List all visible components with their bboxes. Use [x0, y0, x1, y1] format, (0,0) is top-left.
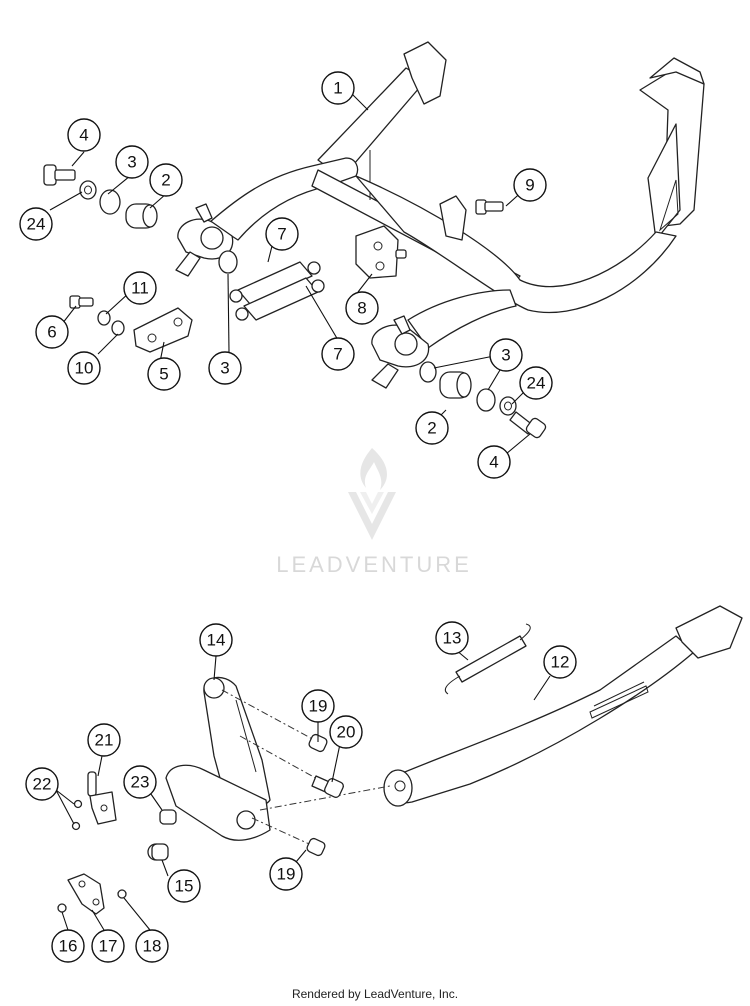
- leader-lines: [49, 93, 551, 931]
- callout-4-left: 4: [67, 118, 101, 152]
- callout-10: 10: [67, 351, 101, 385]
- bushing-part-2-left: [125, 203, 158, 229]
- svg-text:24: 24: [27, 215, 46, 234]
- callout-2-right: 2: [415, 411, 449, 445]
- callout-11: 11: [123, 271, 157, 305]
- pin-part-23: [159, 809, 177, 825]
- svg-text:23: 23: [131, 773, 150, 792]
- spring-part-13: [444, 623, 531, 695]
- callout-7-bottom: 7: [321, 337, 355, 371]
- svg-text:24: 24: [527, 374, 546, 393]
- callout-5: 5: [147, 357, 181, 391]
- svg-text:11: 11: [131, 279, 149, 298]
- side-stand-bracket-part-14: [165, 676, 271, 841]
- svg-text:20: 20: [337, 723, 356, 742]
- bracket-part-8: [355, 225, 407, 279]
- svg-text:17: 17: [99, 937, 118, 956]
- o-ring-part-3-left: [99, 189, 121, 215]
- screws-part-22: [71, 799, 83, 831]
- callout-22: 22: [25, 767, 59, 801]
- svg-text:9: 9: [525, 176, 534, 195]
- bushing-part-2-right: [439, 371, 472, 399]
- callout-19-upper: 19: [301, 689, 335, 723]
- callout-3-right: 3: [489, 338, 523, 372]
- svg-text:22: 22: [33, 775, 52, 794]
- callout-6: 6: [35, 315, 69, 349]
- callout-13: 13: [435, 621, 469, 655]
- center-stand-frame: [175, 41, 705, 389]
- callout-18: 18: [135, 929, 169, 963]
- svg-text:3: 3: [127, 153, 136, 172]
- callout-17: 17: [91, 929, 125, 963]
- flame-logo-icon: [348, 448, 396, 540]
- svg-text:8: 8: [357, 299, 366, 318]
- svg-text:21: 21: [95, 731, 114, 750]
- sleeve-part-11: [97, 310, 111, 326]
- callout-19-lower: 19: [269, 857, 303, 891]
- callout-3-mid: 3: [208, 351, 242, 385]
- bolt-part-20: [311, 775, 344, 798]
- plate-part-17: [67, 873, 105, 915]
- svg-text:7: 7: [277, 225, 286, 244]
- callout-23: 23: [123, 765, 157, 799]
- callout-2-left: 2: [149, 163, 183, 197]
- washer-part-24-left: [79, 180, 97, 200]
- svg-text:13: 13: [443, 629, 462, 648]
- svg-text:2: 2: [427, 419, 436, 438]
- footer-credit: Rendered by LeadVenture, Inc.: [292, 987, 458, 1001]
- switch-part-21: [87, 771, 117, 825]
- svg-text:10: 10: [75, 359, 94, 378]
- bolt-part-4-left: [43, 164, 76, 186]
- svg-text:19: 19: [309, 697, 328, 716]
- svg-text:5: 5: [159, 365, 168, 384]
- bracket-part-5: [133, 307, 193, 353]
- callout-15: 15: [167, 869, 201, 903]
- callout-1: 1: [321, 71, 355, 105]
- svg-text:18: 18: [143, 937, 162, 956]
- side-stand-leg-part-12: [383, 605, 743, 807]
- callout-12: 12: [543, 645, 577, 679]
- ball-part-18: [117, 889, 127, 899]
- svg-text:2: 2: [161, 171, 170, 190]
- callout-24-left: 24: [19, 207, 53, 241]
- svg-text:12: 12: [551, 653, 570, 672]
- svg-text:4: 4: [489, 453, 498, 472]
- callout-21: 21: [87, 723, 121, 757]
- callout-24-right: 24: [519, 366, 553, 400]
- bolt-part-4-right: [509, 411, 547, 439]
- callout-14: 14: [199, 623, 233, 657]
- svg-text:19: 19: [277, 865, 296, 884]
- svg-text:6: 6: [47, 323, 56, 342]
- svg-text:1: 1: [333, 79, 342, 98]
- svg-text:14: 14: [207, 631, 226, 650]
- svg-text:3: 3: [501, 346, 510, 365]
- o-ring-part-3-right: [476, 388, 496, 412]
- o-ring-part-3-mid: [218, 250, 238, 274]
- callout-3-left: 3: [115, 145, 149, 179]
- callout-7-top: 7: [265, 217, 299, 251]
- o-ring-part-3-right-inner: [419, 361, 437, 383]
- sleeve-part-15: [147, 843, 169, 861]
- svg-text:3: 3: [220, 359, 229, 378]
- leadventure-watermark: LEADVENTURE: [276, 448, 472, 577]
- callout-4-right: 4: [477, 445, 511, 479]
- watermark-brand-text: LEADVENTURE: [276, 552, 472, 577]
- bolt-part-9: [475, 199, 504, 215]
- bolt-part-19-upper: [308, 733, 328, 753]
- svg-text:16: 16: [59, 937, 78, 956]
- callout-9: 9: [513, 168, 547, 202]
- springs-part-7: [229, 261, 325, 321]
- callout-8: 8: [345, 291, 379, 325]
- callout-20: 20: [329, 715, 363, 749]
- washer-part-24-right: [499, 396, 517, 416]
- clip-part-16: [57, 903, 67, 913]
- washer-part-10: [111, 320, 125, 336]
- svg-text:7: 7: [333, 345, 342, 364]
- callout-16: 16: [51, 929, 85, 963]
- svg-text:15: 15: [175, 877, 194, 896]
- bolt-part-6: [69, 295, 94, 309]
- bolt-part-19-lower: [306, 837, 326, 857]
- svg-text:4: 4: [79, 126, 88, 145]
